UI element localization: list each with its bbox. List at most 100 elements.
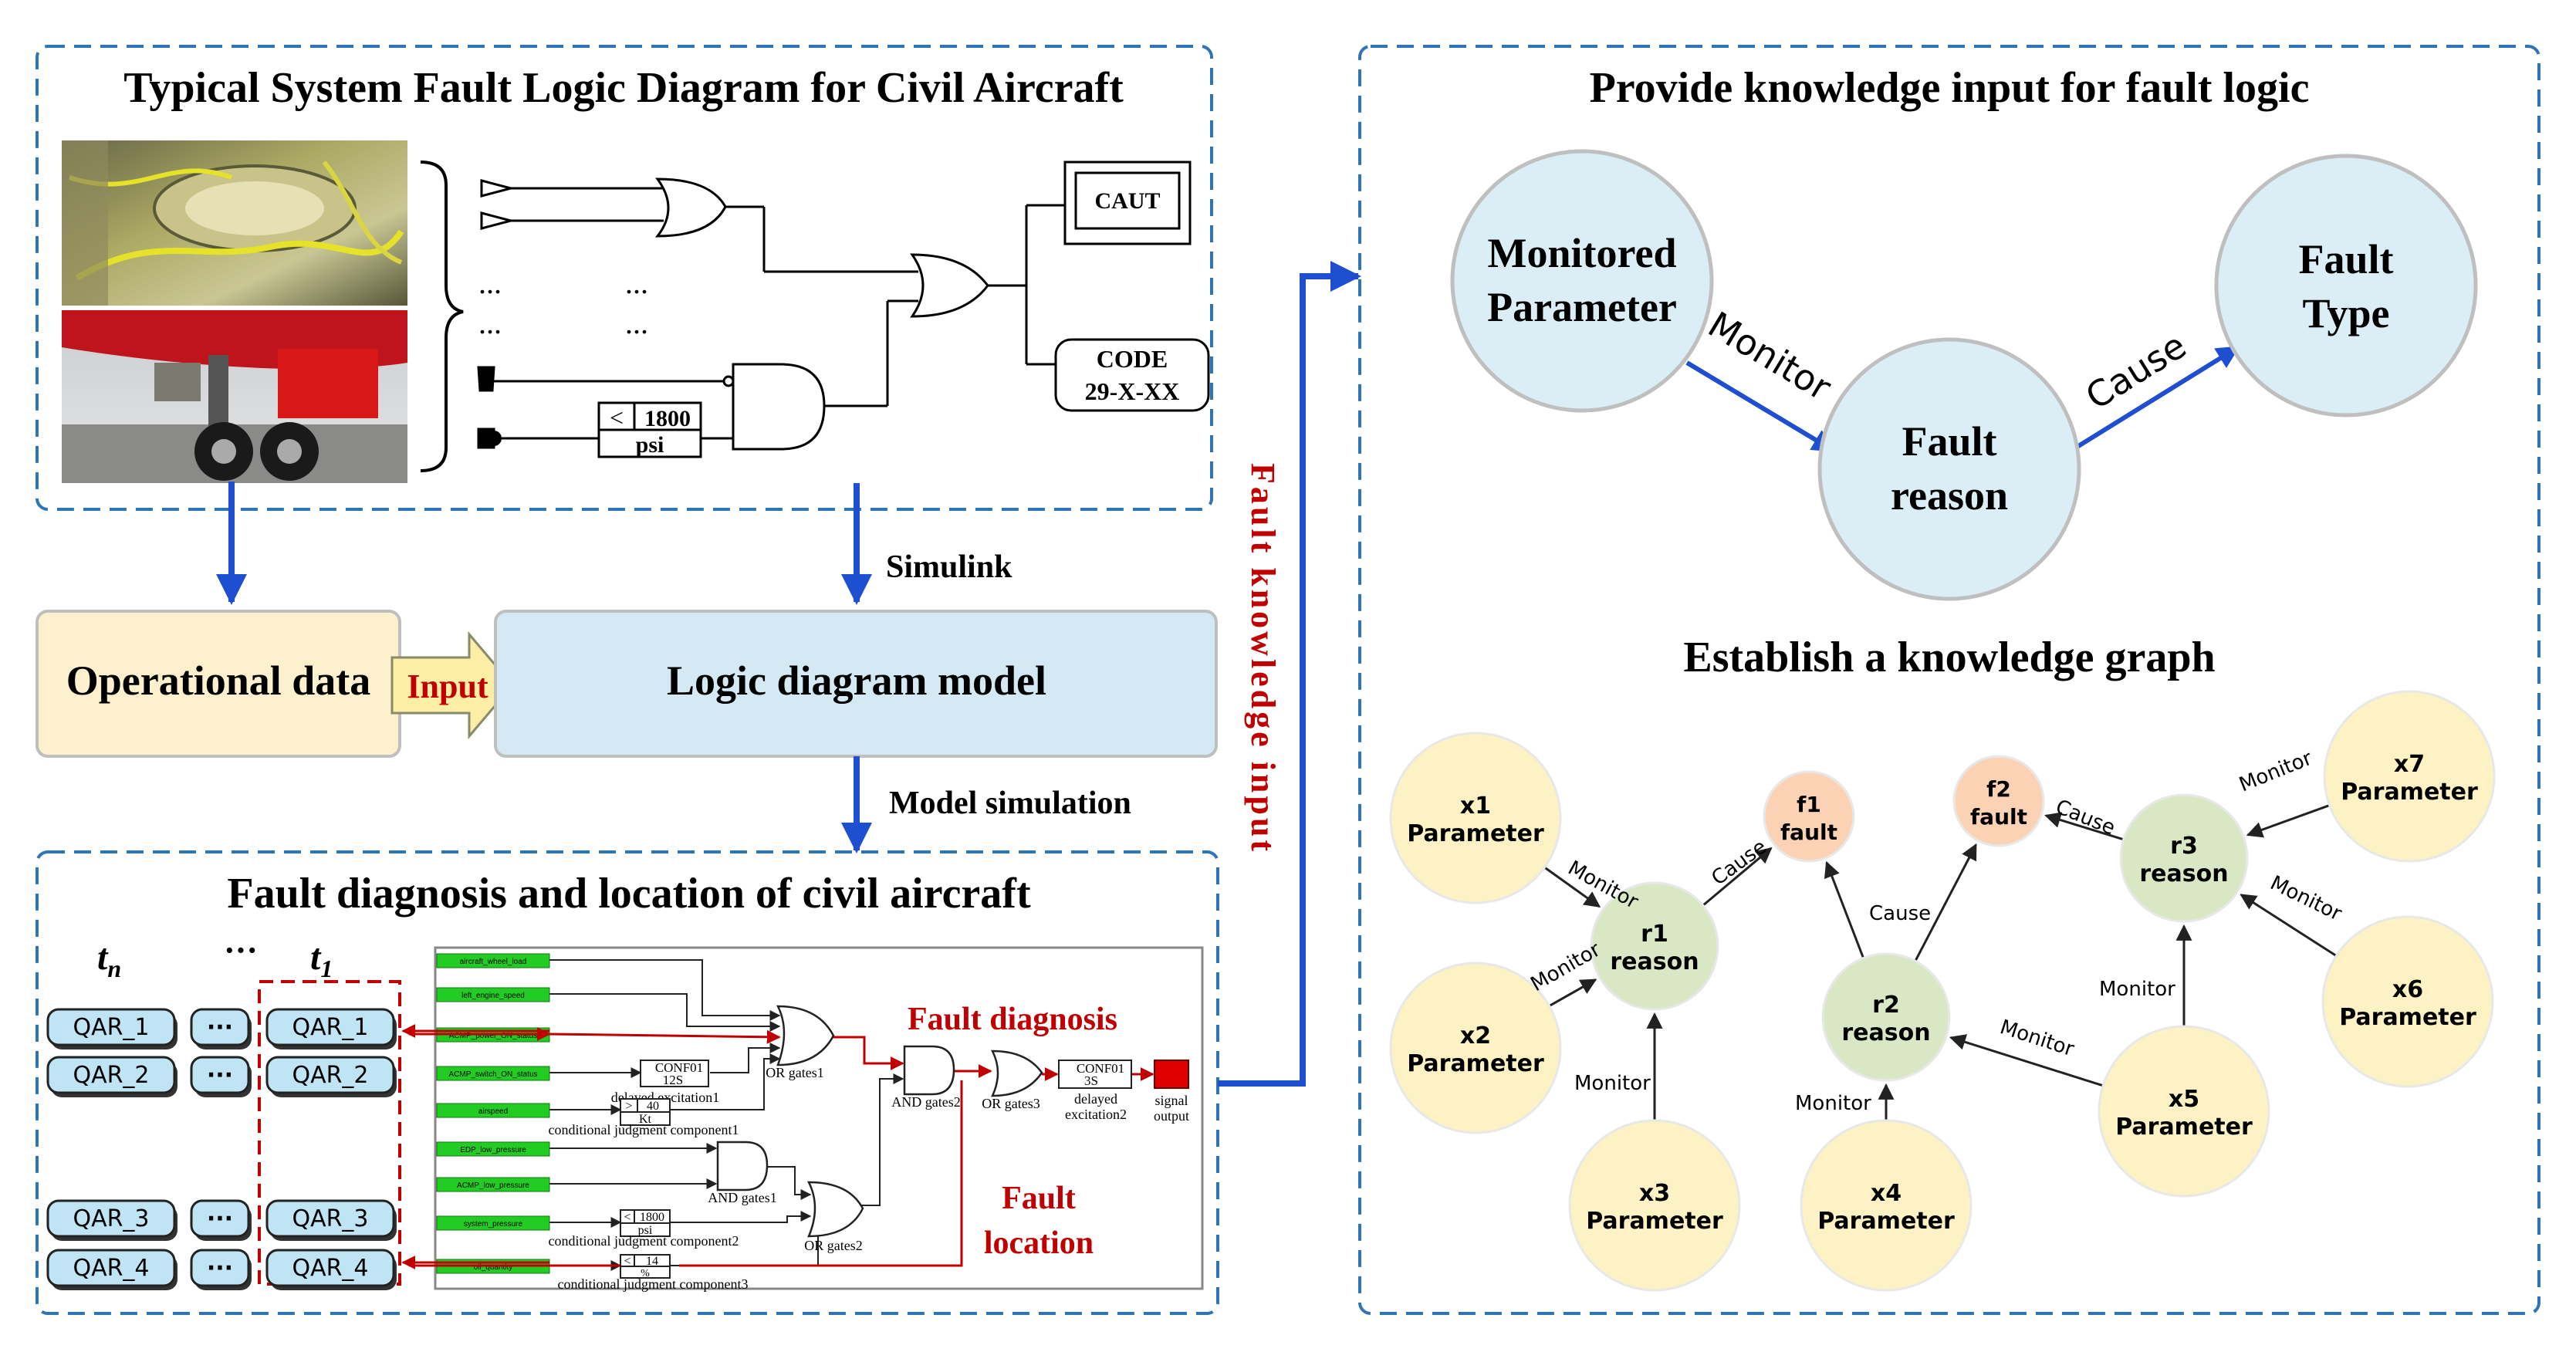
qar-right-box: [265, 1199, 395, 1238]
kg-edge-label-r2-f1: Cause: [1869, 902, 1931, 925]
signal-label: system_pressure: [464, 1220, 523, 1229]
kg-edge-x7-r3: [2246, 804, 2331, 838]
kg-node-x6-type: Parameter: [2339, 1004, 2476, 1031]
kg-node-x1-type: Parameter: [1407, 820, 1544, 847]
kg-edge-label-x2-r1: Monitor: [1527, 938, 1605, 997]
code-line1: CODE: [1097, 345, 1168, 373]
kg-node-f1-id: f1: [1797, 792, 1821, 817]
fault-reason-label-a: Fault: [1902, 418, 1996, 465]
qar-highlight-box: [258, 980, 401, 1286]
cond2-label: conditional judgment component2: [549, 1233, 739, 1249]
threshold-unit: psi: [636, 432, 664, 458]
ellipsis-3: ...: [478, 306, 502, 340]
kg-node-f2-id: f2: [1986, 776, 2011, 802]
tn-label: tn: [97, 937, 121, 982]
qar-dots-label: ···: [207, 1014, 233, 1041]
delay2-box: [1058, 1060, 1132, 1089]
cond1-op: >: [625, 1100, 632, 1113]
cond2-op: <: [624, 1211, 630, 1224]
kg-node-r3: [2119, 793, 2249, 923]
delay2-time: 3S: [1084, 1073, 1098, 1088]
concept-cause-edge: [2074, 345, 2240, 450]
qar-left-box: [46, 1056, 176, 1094]
caut-label: CAUT: [1094, 188, 1160, 214]
cond3-op: <: [624, 1255, 630, 1268]
threshold-lt: <: [610, 404, 624, 431]
kg-node-x5: [2098, 1025, 2270, 1198]
engine-photo: [62, 140, 407, 306]
cond3-unit: %: [641, 1268, 650, 1279]
qar-left-box: [46, 1008, 176, 1046]
kg-node-x4: [1800, 1119, 1973, 1292]
kg-node-r1-id: r1: [1641, 921, 1668, 948]
brace: [420, 161, 464, 472]
fault-type-label-b: Type: [2302, 290, 2389, 336]
fault-location-label-a: Fault: [1002, 1181, 1076, 1216]
or-gates1-label: OR gates1: [766, 1065, 824, 1080]
kg-node-x5-id: x5: [2169, 1086, 2199, 1113]
simulink-label: Simulink: [886, 549, 1012, 585]
qar-right-label: QAR_4: [292, 1255, 368, 1282]
kg-node-r1-type: reason: [1610, 948, 1699, 975]
kg-node-x7-id: x7: [2394, 751, 2425, 778]
ellipsis-1: ...: [478, 265, 502, 300]
caut-box-inner: [1074, 171, 1181, 230]
kg-node-x1-id: x1: [1460, 793, 1491, 820]
kg-node-f2-type: fault: [1970, 804, 2027, 830]
code-box: [1054, 338, 1210, 412]
concept-cause-label: Cause: [2078, 324, 2193, 417]
signal-output-a: signal: [1155, 1093, 1188, 1108]
threshold-value: 1800: [644, 406, 691, 431]
knowledge-panel: [1358, 45, 2541, 1315]
or-gates3-label: OR gates3: [982, 1096, 1040, 1111]
qar-grid: QAR_1QAR_2QAR_3QAR_4············QAR_1QAR…: [46, 1008, 397, 1290]
kg-edge-label-x7-r3: Monitor: [2236, 747, 2315, 797]
kg-node-x2-id: x2: [1460, 1022, 1491, 1049]
qar-left-box: [46, 1249, 176, 1287]
kg-edge-label-x3-r1: Monitor: [1574, 1072, 1651, 1095]
kg-node-x3: [1568, 1119, 1741, 1292]
simulink-signals: aircraft_wheel_loadleft_engine_speedACMP…: [436, 953, 550, 1274]
delay2-label-b: excitation2: [1065, 1107, 1127, 1122]
kg-edge-x5-r2: [1949, 1034, 2104, 1087]
model-simulation-label: Model simulation: [889, 786, 1131, 821]
cond1-val: 40: [647, 1100, 659, 1113]
kg-edge-x2-r1: [1548, 979, 1597, 1007]
signal-label: aircraft_wheel_load: [460, 958, 527, 966]
qar-left-box: [46, 1199, 176, 1238]
delay1-conf: CONF01: [655, 1060, 703, 1075]
qar-dots-label: ···: [207, 1255, 233, 1282]
kg-edge-label-r3-f2: Cause: [2052, 796, 2118, 840]
and-gates2-label: AND gates2: [891, 1094, 960, 1110]
knowledge-input-title: Provide knowledge input for fault logic: [1590, 64, 2310, 112]
fault-diag-title: Fault diagnosis and location of civil ai…: [227, 870, 1031, 918]
or-gates2-label: OR gates2: [804, 1238, 863, 1253]
delay2-label-a: delayed: [1074, 1091, 1117, 1107]
qar-dots-label: ···: [207, 1062, 233, 1089]
monitored-label-b: Parameter: [1487, 284, 1677, 330]
cond1-unit: Kt: [639, 1113, 652, 1126]
fault-type-node: [2214, 154, 2478, 417]
fault-reason-label-b: reason: [1891, 472, 2008, 519]
kg-edges: [1543, 804, 2338, 1120]
kg-edge-x6-r3: [2240, 894, 2338, 957]
kg-edge-x1-r1: [1543, 866, 1601, 908]
kg-node-f1: [1763, 770, 1855, 863]
kg-node-x4-type: Parameter: [1817, 1208, 1955, 1235]
t1-label: t1: [310, 937, 333, 982]
signal-label: airspeed: [478, 1107, 508, 1116]
kg-edge-r2-f2: [1914, 843, 1977, 962]
signal-label: ACMP_low_pressure: [457, 1181, 529, 1190]
fault-knowledge-input-label: Fault knowledge input: [1244, 463, 1282, 854]
kg-edge-label-x5-r2: Monitor: [1997, 1016, 2077, 1061]
kg-node-r2-type: reason: [1841, 1019, 1930, 1046]
kg-node-x6-id: x6: [2392, 976, 2423, 1003]
fault-diagnosis-path: [409, 1027, 1154, 1267]
knowledge-connector: [1218, 261, 1361, 1087]
qar-dots-box: [190, 1008, 250, 1046]
signal-output-b: output: [1154, 1108, 1189, 1124]
kg-node-x3-type: Parameter: [1586, 1208, 1723, 1235]
qar-dots-box: [190, 1249, 250, 1287]
kg-node-x7: [2323, 690, 2496, 863]
